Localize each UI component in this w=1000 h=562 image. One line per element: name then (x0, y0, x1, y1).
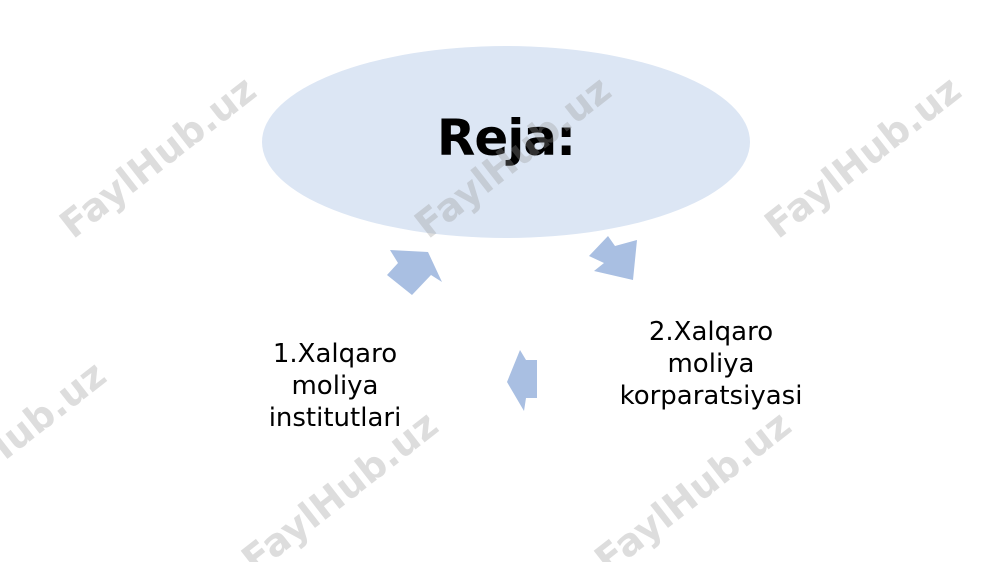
title-text: Reja: (436, 109, 576, 167)
cycle-arrow-left-icon (387, 250, 442, 295)
node-1: 1.Xalqaro moliya institutlari (230, 338, 440, 434)
node-2-line-1: 2.Xalqaro (648, 317, 774, 347)
node-1-line-2: moliya (291, 371, 379, 401)
title-node: Reja: (262, 46, 750, 238)
node-2-line-2: moliya (667, 349, 755, 379)
node-1-line-3: institutlari (268, 403, 402, 433)
cycle-arrow-bottom-icon (507, 350, 537, 411)
node-1-line-1: 1.Xalqaro (272, 339, 398, 369)
title-ellipse (262, 46, 750, 238)
cycle-arrow-right-icon (589, 236, 637, 280)
node-2: 2.Xalqaro moliya korparatsiyasi (600, 316, 822, 412)
node-2-line-3: korparatsiyasi (619, 381, 803, 411)
